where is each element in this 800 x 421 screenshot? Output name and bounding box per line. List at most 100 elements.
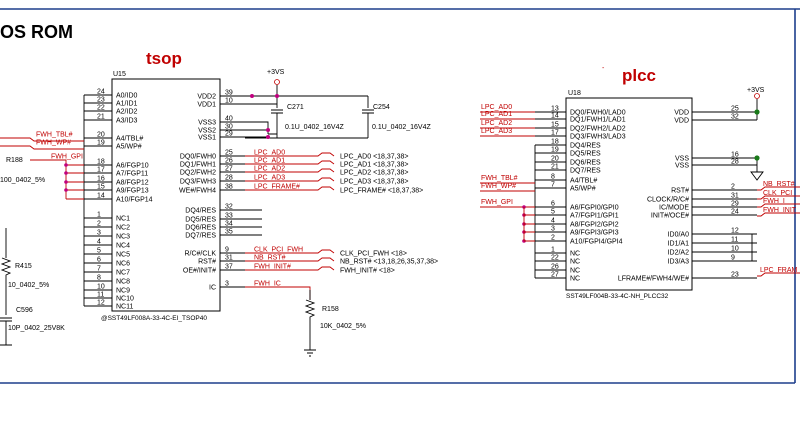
control-net-offpage-ref: NB_RST# <13,18,26,35,37,38> — [340, 259, 438, 266]
tsop-pin-number: 28 — [225, 175, 233, 182]
plcc-pin-number: 21 — [551, 164, 559, 171]
c271-ref: C271 — [287, 104, 304, 111]
tsop-pin-number: 1 — [97, 212, 101, 219]
control-net-wire — [245, 286, 311, 300]
tsop-pin-number: 37 — [225, 264, 233, 271]
plcc-pin-name: DQ4/RES — [570, 143, 601, 150]
tsop-pin-number: 39 — [225, 90, 233, 97]
tsop-pin-name: DQ0/FWH0 — [180, 154, 216, 161]
tsop-pin-number: 23 — [97, 97, 105, 104]
plcc-pin-name: VSS — [675, 156, 689, 163]
tsop-pin-name: A3/ID3 — [116, 118, 138, 125]
tsop-pin-number: 38 — [225, 184, 233, 191]
tsop-pin-number: 7 — [97, 266, 101, 273]
plcc-pin-number: 23 — [731, 272, 739, 279]
tsop-pin-number: 16 — [97, 176, 105, 183]
plcc-output-wire — [757, 203, 800, 208]
plcc-power-rail-symbol — [754, 93, 760, 99]
plcc-pin-number: 14 — [551, 113, 559, 120]
plcc-pin-number: 25 — [731, 106, 739, 113]
plcc-pin-name: INIT#/OCE# — [651, 213, 689, 220]
tsop-chip-body — [111, 78, 221, 312]
tsop-pin-name: VSS2 — [198, 128, 216, 135]
plcc-pin-name: RST# — [671, 188, 689, 195]
tsop-pin-name: NC3 — [116, 234, 130, 241]
tsop-pin-number: 6 — [97, 257, 101, 264]
plcc-pin-name: A9/FGPI3/GPI3 — [570, 230, 619, 237]
lpc-bus-wire — [245, 168, 335, 173]
tsop-pin-name: A9/FGP13 — [116, 188, 149, 195]
tsop-pin-number: 8 — [97, 275, 101, 282]
input-net-label: FWH_WP# — [36, 140, 71, 147]
control-net-wire — [245, 266, 335, 271]
tsop-pin-name: DQ4/RES — [185, 208, 216, 215]
tsop-pin-name: A5/WP# — [116, 144, 142, 151]
plcc-pin-name: VSS — [675, 163, 689, 170]
tsop-pin-name: NC7 — [116, 270, 130, 277]
tsop-pin-number: 40 — [225, 116, 233, 123]
plcc-pin-name: DQ2/FWH2/LAD2 — [570, 126, 626, 133]
plcc-pin-name: VDD — [674, 118, 689, 125]
r188-value: 100_0402_5% — [0, 177, 45, 184]
plcc-pin-name: A4/TBL# — [570, 178, 597, 185]
junction-dot — [64, 180, 68, 184]
tsop-pin-name: NC5 — [116, 252, 130, 259]
tsop-pin-name: NC4 — [116, 243, 130, 250]
junction-dot — [754, 109, 760, 115]
control-net-wire — [245, 257, 335, 262]
tsop-pin-name: NC11 — [116, 304, 133, 311]
input-net-label: FWH_TBL# — [36, 132, 73, 139]
tsop-pin-number: 11 — [97, 292, 104, 299]
plcc-pin-name: CLOCK/R/C# — [647, 197, 689, 204]
plcc-pin-name: A10/FGPI4/GPI4 — [570, 239, 623, 246]
control-net-offpage-ref: FWH_INIT# <18> — [340, 268, 395, 275]
plcc-output-label: LPC_FRAM — [760, 267, 798, 274]
tsop-pin-name: DQ1/FWH1 — [180, 162, 216, 169]
plcc-label: plcc — [622, 66, 656, 85]
plcc-power-rail-label: +3VS — [747, 87, 765, 94]
control-net-wire — [245, 249, 335, 254]
tsop-pin-number: 29 — [225, 131, 233, 138]
tsop-pin-name: NC6 — [116, 261, 130, 268]
plcc-output-wire — [757, 195, 800, 200]
tsop-label: tsop — [146, 49, 182, 68]
tsop-ref: U15 — [113, 71, 126, 78]
input-net-label: FWH_GPI — [51, 154, 83, 161]
tsop-pin-number: 26 — [225, 158, 233, 165]
lpc-net-label: LPC_AD1 — [254, 158, 285, 165]
tsop-pin-number: 4 — [97, 239, 101, 246]
plcc-output-wire — [757, 272, 800, 277]
lpc-net-label: LPC_FRAME# — [254, 184, 300, 191]
tsop-pin-name: DQ3/FWH3 — [180, 179, 216, 186]
r415-value: 10_0402_5% — [8, 282, 49, 289]
junction-dot — [250, 94, 254, 98]
plcc-pin-name: NC — [570, 251, 580, 258]
tsop-pin-name: R/C#/CLK — [184, 251, 216, 258]
plcc-pin-number: 28 — [731, 159, 739, 166]
plcc-pin-number: 17 — [551, 130, 559, 137]
tsop-pin-name: NC8 — [116, 279, 130, 286]
tsop-vss-wires — [245, 121, 369, 139]
tsop-pin-name: VSS3 — [198, 120, 216, 127]
junction-dot — [64, 188, 68, 192]
plcc-pin-number: 11 — [731, 237, 738, 244]
tsop-pin-name: DQ6/RES — [185, 225, 216, 232]
lpc-net-label: LPC_AD3 — [254, 175, 285, 182]
plcc-pin-name: ID0/A0 — [668, 232, 690, 239]
tsop-pin-number: 24 — [97, 89, 105, 96]
tsop-pin-number: 20 — [97, 132, 105, 139]
plcc-part-number: SST49LF004B-33-4C-NH_PLCC32 — [566, 293, 669, 300]
tsop-pin-name: NC10 — [116, 296, 134, 303]
tsop-pin-number: 5 — [97, 248, 101, 255]
c596-capacitor-symbol — [0, 317, 12, 346]
plcc-pin-name: ID2/A2 — [668, 250, 690, 257]
plcc-pin-number: 20 — [551, 156, 559, 163]
plcc-pin-name: NC — [570, 259, 580, 266]
plcc-pin-name: A7/FGPI1/GPI1 — [570, 213, 619, 220]
plcc-pin-name: A6/FGPI0/GPI0 — [570, 205, 619, 212]
